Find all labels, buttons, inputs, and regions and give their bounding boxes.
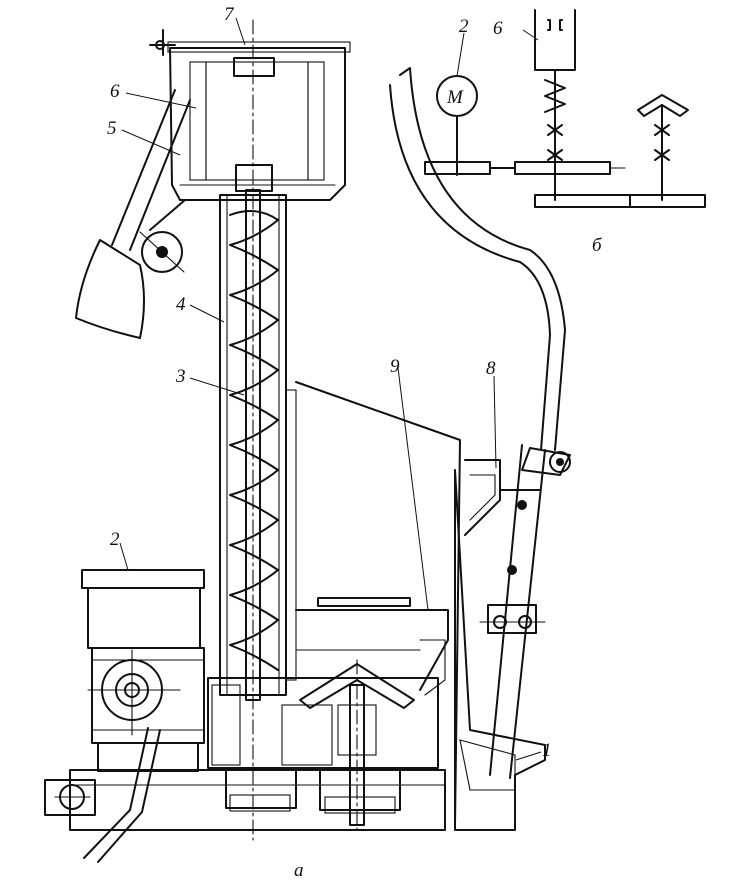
auger-tube	[219, 19, 287, 841]
caption-view-b: б	[592, 235, 603, 256]
motor-symbol: M	[446, 87, 464, 108]
leader-lines	[119, 17, 542, 761]
electric-motor	[81, 569, 205, 772]
callout-1: 1	[542, 740, 552, 761]
callout-2-main: 2	[110, 529, 120, 550]
tube-sleeve	[285, 389, 297, 681]
callout-9: 9	[390, 356, 400, 377]
drive-belt	[83, 727, 161, 863]
callout-6-kinematic: 6	[493, 18, 503, 39]
top-bowl	[149, 29, 351, 201]
kinematic-view	[424, 9, 706, 208]
lever-rod	[389, 67, 571, 779]
caption-view-a: а	[294, 860, 304, 881]
gear-housing	[207, 677, 439, 814]
outlet-chute	[454, 459, 546, 831]
callout-2-kinematic: 2	[459, 16, 469, 37]
base-frame	[44, 769, 446, 831]
callout-3: 3	[175, 366, 186, 387]
callout-8: 8	[486, 358, 496, 379]
discharge-chute	[75, 89, 191, 339]
callout-6-main: 6	[110, 81, 120, 102]
callout-4: 4	[176, 294, 186, 315]
distributor-cone	[299, 659, 415, 831]
main-view	[44, 19, 571, 863]
callout-5: 5	[107, 118, 117, 139]
hopper	[295, 381, 461, 826]
callout-7: 7	[224, 4, 235, 25]
